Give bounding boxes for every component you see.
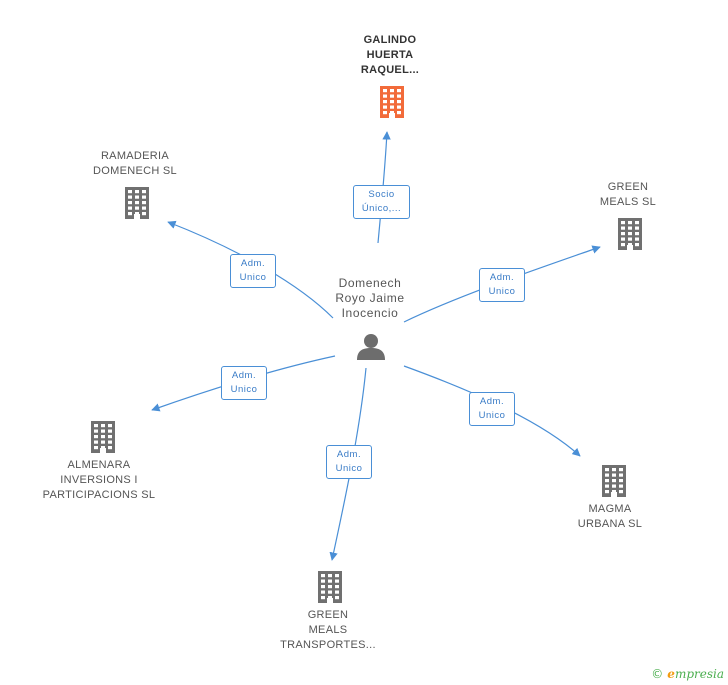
- role-label-almenara: Adm. Unico: [221, 366, 267, 400]
- copyright-icon: ©: [651, 667, 664, 681]
- node-label-ramaderia[interactable]: RAMADERIA DOMENECH SL: [93, 150, 177, 177]
- node-label-green-meals[interactable]: GREEN MEALS SL: [599, 181, 657, 208]
- empresia-watermark: ©empresia: [651, 667, 724, 681]
- node-label-green-transportes[interactable]: GREEN MEALS TRANSPORTES...: [280, 609, 376, 651]
- role-label-green-meals: Adm. Unico: [479, 268, 525, 302]
- building-icon[interactable]: [614, 216, 646, 250]
- building-icon[interactable]: [376, 84, 408, 118]
- node-label-almenara[interactable]: ALMENARA INVERSIONS I PARTICIPACIONS SL: [42, 459, 156, 501]
- building-icon[interactable]: [598, 463, 630, 497]
- person-icon[interactable]: [356, 332, 386, 360]
- role-label-green-transportes: Adm. Unico: [326, 445, 372, 479]
- role-label-magma: Adm. Unico: [469, 392, 515, 426]
- node-label-magma[interactable]: MAGMA URBANA SL: [577, 503, 643, 530]
- center-person-name[interactable]: Domenech Royo Jaime Inocencio: [335, 276, 405, 320]
- brand-initial: e: [667, 667, 675, 681]
- building-icon[interactable]: [314, 569, 346, 603]
- node-label-galindo[interactable]: GALINDO HUERTA RAQUEL...: [360, 34, 420, 76]
- building-icon[interactable]: [121, 185, 153, 219]
- role-label-galindo: Socio Único,...: [353, 185, 410, 219]
- brand-name: mpresia: [674, 667, 724, 681]
- building-icon[interactable]: [87, 419, 119, 453]
- role-label-ramaderia: Adm. Unico: [230, 254, 276, 288]
